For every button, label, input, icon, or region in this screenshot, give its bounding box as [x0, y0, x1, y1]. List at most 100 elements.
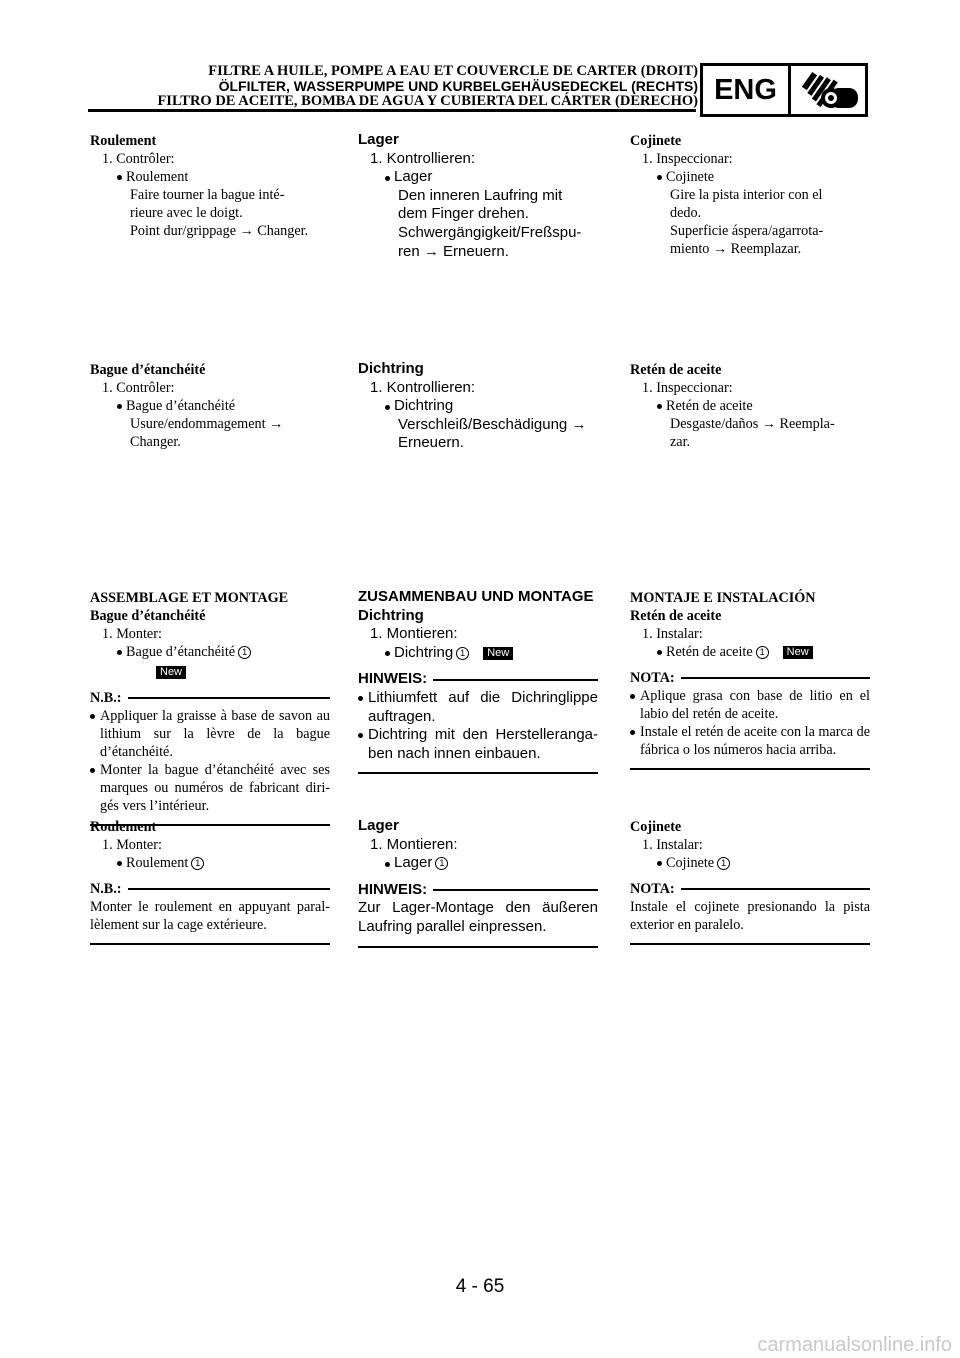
note-header: NOTA:	[630, 880, 870, 898]
bullet-item: Bague d’étanchéité	[90, 397, 330, 415]
step: 1. Monter:	[102, 626, 162, 642]
new-part-badge: New	[156, 666, 187, 679]
note-bullet: Instale el retén de aceite con la marca …	[630, 723, 870, 759]
note-end-rule	[358, 772, 598, 775]
section-title: Lager	[358, 131, 399, 148]
note-rule	[127, 888, 330, 890]
note-end-rule	[358, 945, 598, 948]
step: 1. Kontrollieren:	[370, 149, 476, 167]
text-line: Changer.	[130, 434, 181, 450]
note-label: HINWEIS:	[358, 670, 428, 688]
ref-number: 1	[191, 857, 205, 870]
text-line: Desgaste/daños → Reempla-	[670, 416, 835, 432]
note-label: NOTA:	[630, 670, 675, 686]
note-bullet: Monter la bague d’étanchéité avec ses ma…	[90, 761, 330, 815]
note-header: HINWEIS:	[358, 670, 598, 689]
watermark: carmanualsonline.info	[757, 1334, 952, 1356]
note-end-rule	[90, 824, 330, 826]
item-label: Lager	[394, 854, 433, 872]
header-title-de: ÖLFILTER, WASSERPUMPE UND KURBELGEHÄUSED…	[218, 78, 698, 94]
text-line: Faire tourner la bague inté-	[130, 187, 285, 203]
ref-number: 1	[755, 646, 769, 659]
note-end-rule	[630, 943, 870, 945]
bullet-item: Cojinete	[630, 168, 870, 186]
section-title: Cojinete	[630, 819, 682, 835]
section-title: ZUSAMMENBAU UND MONTAGE	[358, 588, 594, 605]
section-title: MONTAJE E INSTALACIÓN	[630, 590, 816, 606]
item-label: Retén de aceite	[666, 644, 753, 660]
fr-section-seal-check: Bague d’étanchéité 1. Contrôler: Bague d…	[90, 361, 330, 451]
step: 1. Kontrollieren:	[370, 378, 476, 396]
note-header: N.B.:	[90, 880, 330, 898]
bullet-item: Roulement	[90, 168, 330, 186]
header-title-es: FILTRO DE ACEITE, BOMBA DE AGUA Y CUBIER…	[157, 93, 698, 109]
bullet-item: Lager	[358, 168, 598, 187]
step: 1. Montieren:	[370, 625, 458, 643]
note-rule	[433, 889, 598, 892]
text-line: ren → Erneuern.	[398, 242, 509, 260]
text-line: Point dur/grippage → Changer.	[130, 223, 309, 239]
es-section-assembly: MONTAJE E INSTALACIÓN Retén de aceite 1.…	[630, 589, 870, 770]
de-section-seal-check: Dichtring 1. Kontrollieren: Dichtring Ve…	[358, 360, 598, 453]
engine-icon	[791, 66, 865, 114]
section-tab: ENG	[700, 63, 868, 117]
text-line: Den inneren Laufring mit	[398, 186, 563, 204]
ref-number: 1	[238, 646, 252, 659]
fr-section-assembly: ASSEMBLAGE ET MONTAGE Bague d’étanchéité…	[90, 589, 330, 826]
item-label: Roulement	[126, 855, 189, 871]
note-text: Zur Lager-Montage den äußeren Laufring p…	[358, 899, 598, 935]
text-line: rieure avec le doigt.	[130, 205, 243, 221]
de-section-assembly: ZUSAMMENBAU UND MONTAGE Dichtring 1. Mon…	[358, 588, 598, 775]
text-line: miento → Reemplazar.	[670, 241, 802, 257]
text-line: dedo.	[670, 205, 702, 221]
note-header: HINWEIS:	[358, 881, 598, 900]
step: 1. Montieren:	[370, 835, 458, 853]
header-title-fr: FILTRE A HUILE, POMPE A EAU ET COUVERCLE…	[208, 63, 698, 79]
item-label: Cojinete	[666, 855, 715, 871]
step: 1. Monter:	[102, 837, 162, 853]
section-title: Retén de aceite	[630, 362, 722, 378]
page-number: 4 - 65	[455, 1276, 505, 1297]
section-title: Dichtring	[358, 360, 424, 377]
note-bullet: Appliquer la graisse à base de savon au …	[90, 707, 330, 761]
note-header: N.B.:	[90, 689, 330, 707]
es-section-seal-check: Retén de aceite 1. Inspeccionar: Retén d…	[630, 361, 870, 451]
section-subtitle: Bague d’étanchéité	[90, 608, 206, 624]
de-section-bearing-check: Lager 1. Kontrollieren: Lager Den innere…	[358, 131, 598, 261]
fr-section-bearing-check: Roulement 1. Contrôler: Roulement Faire …	[90, 132, 330, 240]
section-title: Bague d’étanchéité	[90, 362, 206, 378]
section-title: ASSEMBLAGE ET MONTAGE	[90, 590, 289, 606]
note-rule	[680, 888, 870, 890]
section-label: ENG	[703, 66, 791, 114]
ref-number: 1	[717, 857, 731, 870]
section-title: Cojinete	[630, 133, 682, 149]
text-line: Superficie áspera/agarrota-	[670, 223, 824, 239]
step: 1. Inspeccionar:	[642, 380, 733, 396]
section-subtitle: Retén de aceite	[630, 608, 722, 624]
text-line: Erneuern.	[398, 434, 464, 452]
note-rule	[433, 678, 598, 681]
step: 1. Instalar:	[642, 837, 703, 853]
section-title: Roulement	[90, 819, 157, 835]
ref-number: 1	[456, 646, 470, 660]
note-label: NOTA:	[630, 881, 675, 897]
new-part-badge: New	[782, 646, 813, 659]
es-section-bearing-check: Cojinete 1. Inspeccionar: Cojinete Gire …	[630, 132, 870, 258]
note-end-rule	[630, 768, 870, 770]
text-line: Verschleiß/Beschädigung →	[398, 415, 587, 433]
step: 1. Contrôler:	[102, 380, 175, 396]
note-label: HINWEIS:	[358, 880, 428, 898]
section-title: Roulement	[90, 133, 157, 149]
note-bullet: Lithiumfett auf die Dichringlippe auftra…	[358, 689, 598, 726]
text-line: Schwergängigkeit/Freßspu-	[398, 223, 582, 241]
text-line: dem Finger drehen.	[398, 205, 529, 223]
